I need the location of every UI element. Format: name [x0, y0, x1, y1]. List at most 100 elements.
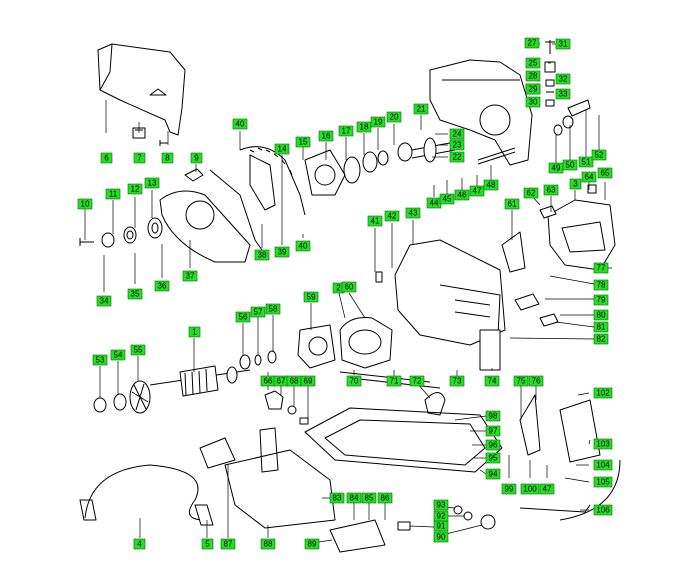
svg-text:40: 40: [299, 242, 308, 251]
label-20: 20: [386, 111, 402, 123]
svg-text:63: 63: [547, 186, 556, 195]
label-52: 52: [591, 149, 607, 161]
svg-text:8: 8: [165, 154, 170, 163]
svg-text:55: 55: [134, 346, 143, 355]
label-56: 56: [235, 311, 251, 323]
svg-text:10: 10: [81, 200, 90, 209]
svg-text:76: 76: [532, 377, 541, 386]
label-57: 57: [250, 306, 266, 318]
label-45: 45: [439, 193, 455, 205]
svg-text:19: 19: [374, 118, 383, 127]
ring-58: [267, 350, 277, 364]
svg-text:71: 71: [390, 377, 399, 386]
svg-text:90: 90: [437, 533, 446, 542]
svg-text:72: 72: [413, 377, 422, 386]
label-81: 81: [593, 321, 609, 333]
label-58: 58: [265, 303, 281, 315]
label-40: 40: [232, 118, 248, 130]
guard-lever: [184, 168, 204, 182]
svg-text:42: 42: [388, 212, 397, 221]
depth-lever: [567, 99, 591, 117]
stator: [339, 317, 393, 369]
label-28: 28: [525, 70, 541, 82]
svg-text:83: 83: [333, 494, 342, 503]
bearing-54: [113, 393, 127, 411]
label-22: 22: [449, 151, 465, 163]
label-11: 11: [105, 188, 121, 200]
label-13: 13: [144, 177, 160, 189]
svg-text:70: 70: [350, 377, 359, 386]
label-84: 84: [346, 492, 362, 504]
power-cord: [84, 464, 206, 521]
label-82: 82: [593, 333, 609, 345]
label-65: 65: [597, 167, 613, 179]
svg-text:89: 89: [308, 540, 317, 549]
svg-text:1: 1: [192, 328, 197, 337]
svg-text:4: 4: [137, 540, 142, 549]
svg-text:39: 39: [278, 248, 287, 257]
svg-text:61: 61: [508, 200, 517, 209]
label-77: 77: [593, 262, 609, 274]
svg-text:44: 44: [430, 199, 439, 208]
svg-text:3: 3: [573, 180, 578, 189]
label-15: 15: [295, 136, 311, 148]
svg-text:91: 91: [437, 522, 446, 531]
svg-text:80: 80: [597, 311, 606, 320]
label-14: 14: [274, 143, 290, 155]
svg-text:31: 31: [559, 40, 568, 49]
label-7: 7: [133, 152, 146, 164]
svg-text:85: 85: [365, 494, 374, 503]
svg-text:98: 98: [489, 412, 498, 421]
svg-text:36: 36: [158, 282, 167, 291]
knob-66: [264, 390, 284, 410]
svg-text:57: 57: [254, 308, 263, 317]
label-53: 53: [92, 354, 108, 366]
label-47b: 47: [539, 483, 555, 495]
label-40b: 40: [295, 240, 311, 252]
gearbox-housing: [429, 59, 533, 166]
label-87: 87: [220, 538, 236, 550]
label-39: 39: [274, 246, 290, 258]
label-41: 41: [367, 215, 383, 227]
label-50: 50: [562, 159, 578, 171]
label-55: 55: [130, 344, 146, 356]
svg-text:94: 94: [489, 470, 498, 479]
label-74: 74: [484, 375, 500, 387]
svg-text:73: 73: [453, 377, 462, 386]
svg-text:106: 106: [596, 506, 610, 515]
svg-text:66: 66: [264, 377, 273, 386]
brush-holder-plate: [297, 324, 336, 369]
svg-text:87: 87: [224, 540, 233, 549]
svg-text:93: 93: [437, 501, 446, 510]
guide-block: [559, 399, 601, 463]
label-30: 30: [525, 96, 541, 108]
svg-text:68: 68: [290, 377, 299, 386]
label-66: 66: [260, 375, 276, 387]
bearing-53: [93, 397, 107, 413]
label-60: 60: [341, 281, 357, 293]
svg-text:54: 54: [114, 351, 123, 360]
label-100: 100: [520, 483, 540, 495]
label-25: 25: [525, 57, 541, 69]
svg-text:97: 97: [489, 427, 498, 436]
drive-gear: [423, 137, 437, 163]
bearing-19: [377, 150, 389, 166]
label-76: 76: [528, 375, 544, 387]
svg-text:105: 105: [596, 478, 610, 487]
motor-housing: [394, 239, 506, 346]
wedge-bracket: [501, 231, 526, 273]
label-31: 31: [555, 38, 571, 50]
svg-text:100: 100: [523, 485, 537, 494]
hex-key: [519, 504, 591, 513]
svg-text:13: 13: [148, 179, 157, 188]
label-6: 6: [100, 152, 113, 164]
svg-text:46: 46: [458, 191, 467, 200]
small-block-62: [539, 205, 557, 219]
leader-lines: [84, 43, 612, 544]
label-16: 16: [318, 130, 334, 142]
label-17: 17: [338, 125, 354, 137]
svg-text:74: 74: [488, 377, 497, 386]
svg-text:45: 45: [443, 195, 452, 204]
knob-90: [480, 514, 496, 530]
label-47: 47: [469, 185, 485, 197]
